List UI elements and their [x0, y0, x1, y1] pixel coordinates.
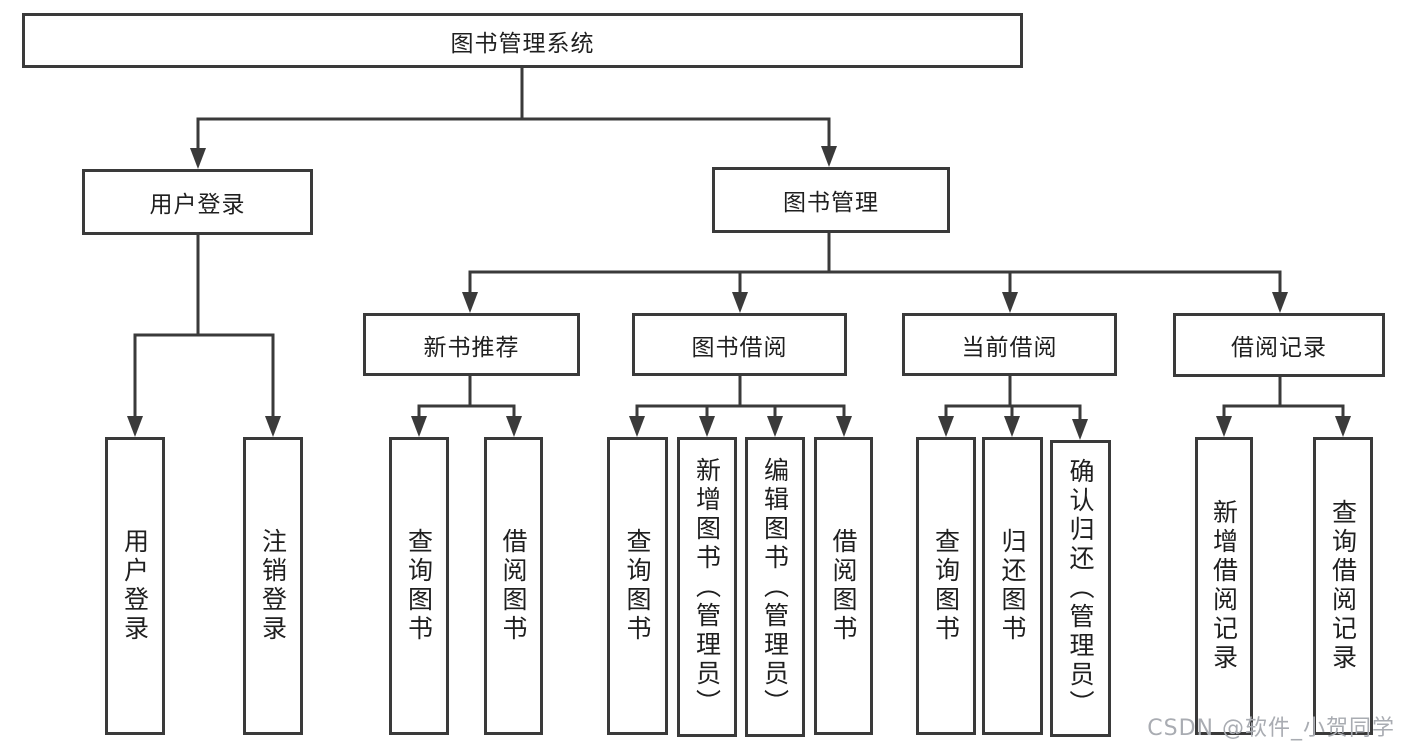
csdn-watermark: CSDN @软件_小贺同学 — [1147, 716, 1395, 741]
node-query-books-current: 查询图书 — [916, 437, 976, 735]
node-label: 借阅图书 — [829, 528, 858, 644]
node-label: 新增借阅记录 — [1209, 499, 1239, 673]
node-library-management-system: 图书管理系统 — [22, 13, 1023, 68]
node-label: 查询图书 — [623, 528, 652, 644]
node-logout: 注销登录 — [243, 437, 303, 735]
node-label: 借阅记录 — [1231, 335, 1327, 361]
node-label: 注销登录 — [258, 528, 288, 644]
node-add-borrow-record: 新增借阅记录 — [1195, 437, 1253, 735]
node-label: 借阅图书 — [499, 528, 528, 644]
node-label: 用户登录 — [120, 528, 150, 644]
node-current-borrowing: 当前借阅 — [902, 313, 1117, 376]
node-book-management: 图书管理 — [712, 167, 950, 233]
node-borrow-books-recommend: 借阅图书 — [484, 437, 543, 735]
node-confirm-return-admin: 确认归还（管理员） — [1050, 440, 1111, 737]
node-label: 查询图书 — [404, 528, 434, 644]
node-label: 查询图书 — [931, 528, 961, 644]
node-borrow-books-leaf: 借阅图书 — [814, 437, 873, 735]
node-label: 确认归还（管理员） — [1066, 458, 1095, 719]
node-label: 查询借阅记录 — [1328, 499, 1358, 673]
node-label: 图书管理 — [783, 190, 879, 216]
node-label: 新增图书（管理员） — [692, 456, 722, 718]
node-label: 图书借阅 — [691, 334, 788, 361]
node-label: 当前借阅 — [961, 334, 1058, 361]
node-new-book-recommendation: 新书推荐 — [363, 313, 580, 376]
node-query-borrow-record: 查询借阅记录 — [1313, 437, 1373, 735]
node-query-books-borrowing: 查询图书 — [607, 437, 668, 735]
node-book-borrowing: 图书借阅 — [632, 313, 847, 376]
node-query-books-recommend: 查询图书 — [389, 437, 449, 735]
node-label: 编辑图书（管理员） — [760, 456, 790, 718]
node-user-login: 用户登录 — [82, 169, 313, 235]
node-label: 用户登录 — [149, 192, 246, 218]
node-edit-books-admin: 编辑图书（管理员） — [745, 437, 805, 737]
node-label: 图书管理系统 — [450, 30, 595, 57]
node-return-books: 归还图书 — [982, 437, 1043, 735]
node-user-login-leaf: 用户登录 — [105, 437, 165, 735]
node-label: 新书推荐 — [423, 334, 520, 361]
node-label: 归还图书 — [998, 528, 1027, 644]
node-add-books-admin: 新增图书（管理员） — [677, 437, 737, 737]
node-borrowing-records: 借阅记录 — [1173, 313, 1385, 377]
